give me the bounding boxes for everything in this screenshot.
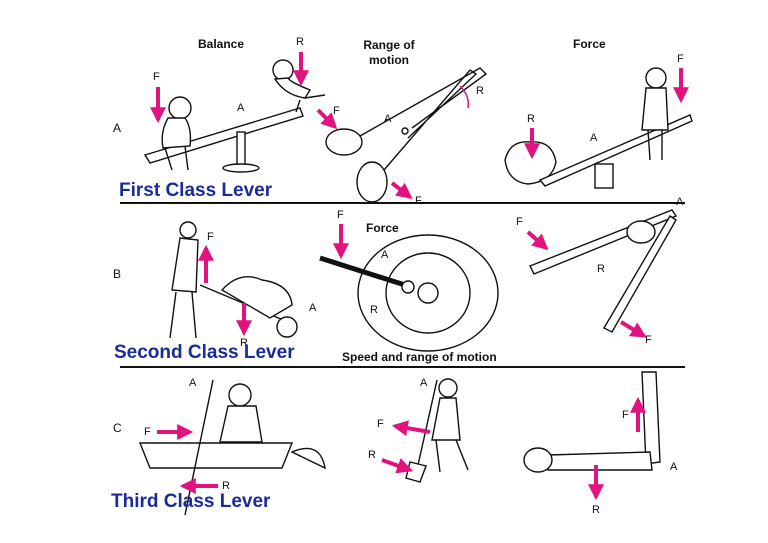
label-f-seesaw-2: F [333, 105, 340, 117]
scissors-illustration [325, 67, 488, 203]
tire-wrench-illustration [319, 234, 499, 352]
header-range-of-motion: Range of motion [363, 38, 415, 67]
arrow-f-nutcracker-2 [619, 320, 647, 338]
label-r-wheelbarrow: R [240, 337, 248, 349]
label-a-wrench: A [381, 249, 389, 261]
label-r-scissors: R [476, 85, 484, 97]
row-label-a: A [113, 121, 122, 135]
second-class-lever-title: Second Class Lever [114, 342, 295, 363]
label-f-rowing: F [144, 426, 151, 438]
label-a-seesaw: A [237, 102, 245, 114]
label-r-shovel: R [368, 449, 376, 461]
header-balance: Balance [198, 37, 245, 51]
label-f-shovel: F [377, 418, 384, 430]
label-f-seesaw: F [153, 71, 160, 83]
label-speed-range-of-motion: Speed and range of motion [342, 350, 497, 364]
label-f-wheelbarrow: F [207, 231, 214, 243]
label-r-rowing: R [222, 480, 230, 492]
row-label-c: C [113, 421, 122, 435]
label-f-scissors: F [415, 195, 422, 207]
label-r-wrench: R [370, 304, 378, 316]
arrow-f-scissors [390, 181, 413, 199]
seesaw-illustration [143, 59, 326, 173]
label-r-nutcracker: R [597, 263, 605, 275]
label-a-wheelbarrow: A [309, 302, 317, 314]
third-class-lever-title: Third Class Lever [111, 491, 271, 512]
arrow-f-nutcracker-1 [526, 230, 549, 251]
label-r-seesaw: R [296, 36, 304, 48]
label-force-wrench: Force [366, 221, 399, 235]
nutcracker-illustration [529, 209, 678, 333]
label-a-crowbar: A [590, 132, 598, 144]
header-force: Force [573, 37, 606, 51]
label-r-arm: R [592, 504, 600, 516]
label-f-nutcracker-2: F [645, 334, 652, 346]
label-r-crowbar: R [527, 113, 535, 125]
label-a-arm: A [670, 461, 678, 473]
label-a-shovel: A [420, 377, 428, 389]
rowing-illustration [138, 379, 326, 516]
arrow-f-shovel [391, 420, 431, 437]
label-a-rowing: A [189, 377, 197, 389]
first-class-lever-title: First Class Lever [119, 180, 273, 201]
label-f-wrench: F [337, 209, 344, 221]
label-a-scissors: A [384, 113, 392, 125]
label-f-nutcracker-1: F [516, 216, 523, 228]
label-f-arm: F [622, 409, 629, 421]
arrow-f-seesaw-2 [316, 108, 338, 130]
arrow-r-shovel [381, 458, 414, 474]
arm-illustration [523, 371, 661, 473]
label-f-crowbar: F [677, 53, 684, 65]
wheelbarrow-illustration [169, 221, 298, 339]
row-label-b: B [113, 267, 122, 281]
label-a-nutcracker: A [676, 196, 684, 208]
crowbar-illustration [504, 67, 693, 189]
